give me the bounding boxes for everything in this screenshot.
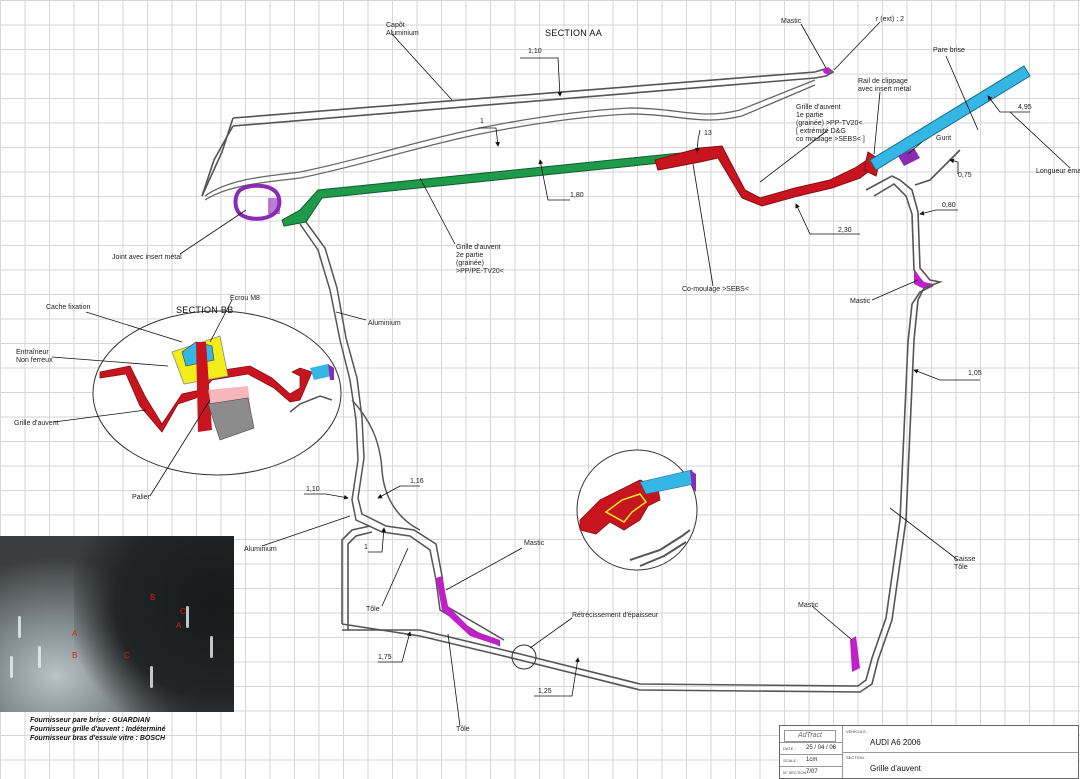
dim-080: 0,80 (942, 202, 956, 209)
leader-lines (179, 21, 1071, 727)
label-retrecissement: Rétrécissement d'épaisseur (572, 612, 659, 619)
section-bb-detail (51, 299, 342, 497)
label-comoulage: Co-moulage >SEBS< (682, 286, 749, 293)
scale-row: SCALE :1cm (780, 754, 842, 767)
zoom-detail-circle (576, 449, 698, 571)
mastic-top (823, 68, 831, 74)
photo-mark-c1: C (124, 651, 130, 660)
section-key: SECTION : (846, 755, 867, 760)
dim-13: 13 (704, 130, 712, 137)
dim-175: 1,75 (378, 654, 392, 661)
joint-insert (268, 198, 280, 214)
gurit-bead (898, 148, 920, 166)
label-longueur-email: Longueur émail (1036, 168, 1080, 175)
grille-part1 (654, 145, 877, 207)
label-mastic-right: Mastic (850, 298, 871, 305)
windshield (869, 65, 1031, 171)
section-bb-title: SECTION BB (176, 305, 234, 315)
title-block: AdTract DATE :25 / 04 / 06 SCALE :1cm N°… (779, 725, 1079, 779)
label-joint: Joint avec insert métal (112, 254, 182, 261)
label-mastic-top: Mastic (781, 18, 802, 25)
label-mastic-bottom: Mastic (798, 602, 819, 609)
company-logo: AdTract (784, 730, 836, 742)
dim-180: 1,80 (570, 192, 584, 199)
label-tole-bottom: Tôle (456, 726, 470, 733)
label-pare-brise: Pare brise (933, 47, 965, 54)
label-mastic-mid: Mastic (524, 540, 545, 547)
dim-110-low: 1,10 (306, 486, 320, 493)
section-value: Grille d'auvent (870, 764, 921, 773)
dim-116: 1,16 (410, 478, 424, 485)
photo-mark-c2: C (180, 607, 186, 616)
body-structure (341, 149, 961, 693)
photo-mark-a1: A (72, 629, 78, 638)
label-r-ext: r (ext) : 2 (876, 16, 905, 23)
label-grille-bb: Grille d'auvent (14, 420, 59, 427)
label-ecrou: Ecrou M8 (230, 295, 260, 302)
photo-mark-b1: B (72, 651, 78, 660)
hood-outline (201, 67, 835, 197)
dim-495: 4,95 (1018, 104, 1032, 111)
label-palier: Palier (132, 494, 150, 501)
joint-seal (233, 183, 282, 221)
dim-1-a: 1 (480, 118, 484, 125)
mastic-mid (436, 576, 500, 646)
supplier-notes: Fournisseur pare brise : GUARDIAN Fourni… (30, 717, 166, 742)
dim-1-b: 1 (364, 544, 368, 551)
reference-photo (0, 536, 234, 712)
dim-105: 1,05 (968, 370, 982, 377)
label-cache-fixation: Cache fixation (46, 304, 91, 311)
photo-mark-a2: A (176, 621, 182, 630)
section-number-row: N° SECTION :7/07 (780, 766, 842, 779)
dim-230: 2,30 (838, 227, 852, 234)
label-aluminium-low: Aluminium (244, 546, 277, 553)
label-aluminium-mid: Aluminium (368, 320, 401, 327)
aluminium-structure (299, 221, 505, 647)
date-row: DATE :25 / 04 / 06 (780, 742, 842, 755)
dim-075: 0,75 (958, 172, 972, 179)
dim-110-top: 1,10 (528, 48, 542, 55)
grille-part2 (281, 151, 691, 227)
mastic-bottom (850, 636, 860, 672)
shrink-circle (511, 644, 537, 670)
label-gurit: Gurit (936, 135, 952, 142)
vehicle-value: AUDI A6 2006 (870, 738, 921, 747)
label-tole-left: Tôle (366, 606, 380, 613)
hood-inner-panel (204, 79, 816, 201)
dimension-marks (304, 57, 1030, 697)
dim-125: 1,25 (538, 688, 552, 695)
photo-mark-b2: B (150, 593, 156, 602)
mastic-right (914, 270, 934, 288)
section-aa-title: SECTION AA (545, 28, 603, 38)
vehicle-key: VÉHICULE : (846, 729, 869, 734)
